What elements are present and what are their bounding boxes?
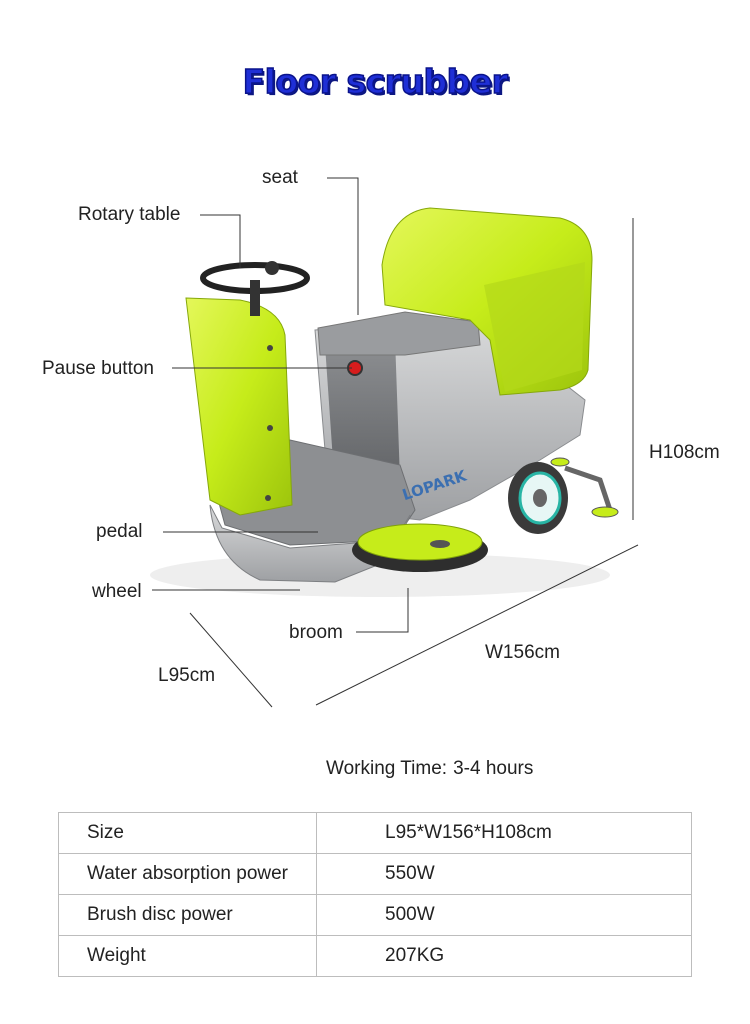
label-seat: seat <box>262 167 298 188</box>
spec-table: Size L95*W156*H108cm Water absorption po… <box>58 812 692 977</box>
label-rotary-table: Rotary table <box>78 204 181 225</box>
working-time-value: 3-4 hours <box>453 758 534 779</box>
label-length: L95cm <box>158 665 216 686</box>
squeegee-arm <box>564 465 613 511</box>
table-row: Size L95*W156*H108cm <box>58 812 692 854</box>
table-row: Weight 207KG <box>58 935 692 977</box>
table-row: Brush disc power 500W <box>58 894 692 936</box>
label-wheel: wheel <box>92 581 142 602</box>
floor-scrubber-illustration: LOPARK <box>150 177 639 708</box>
working-time-label: Working Time: <box>326 758 448 779</box>
spec-value: 500W <box>316 894 692 936</box>
spec-key: Brush disc power <box>58 894 317 936</box>
label-pause-button: Pause button <box>42 358 154 379</box>
spec-key: Size <box>58 812 317 854</box>
label-pedal: pedal <box>96 521 143 542</box>
label-width: W156cm <box>485 642 560 663</box>
table-row: Water absorption power 550W <box>58 853 692 895</box>
label-height: H108cm <box>649 442 720 463</box>
spec-key: Weight <box>58 935 317 977</box>
spec-key: Water absorption power <box>58 853 317 895</box>
spec-value: 550W <box>316 853 692 895</box>
spec-value: L95*W156*H108cm <box>316 812 692 854</box>
callout-lines <box>152 177 639 708</box>
seat-tray <box>317 311 481 356</box>
hood-side <box>484 262 585 392</box>
page-title: Floor scrubber <box>242 61 509 102</box>
working-time: Working Time:3-4 hours <box>326 758 533 780</box>
label-broom: broom <box>289 622 343 643</box>
spec-value: 207KG <box>316 935 692 977</box>
steering-column <box>185 297 293 516</box>
